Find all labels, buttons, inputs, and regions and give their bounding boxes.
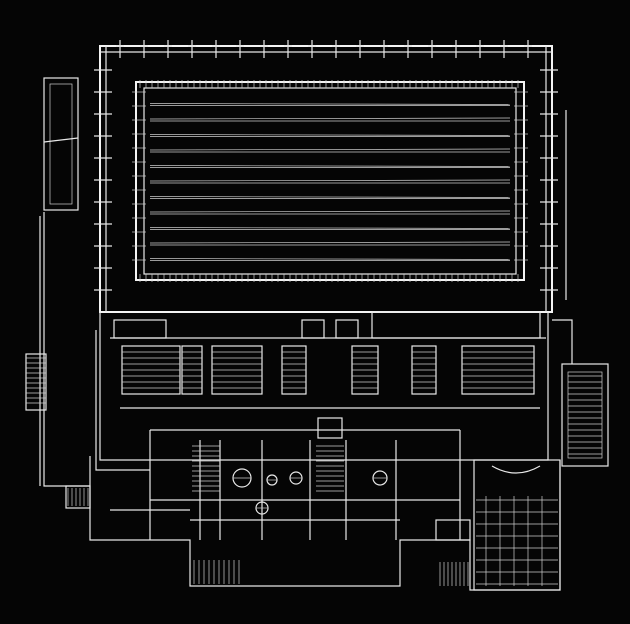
pool-lane-lines (149, 103, 511, 261)
lane-line (149, 241, 511, 244)
lane-line (149, 117, 511, 120)
column-ticks-right (540, 69, 558, 291)
pool-edge-ticks (132, 80, 528, 282)
lane-line (149, 165, 511, 167)
lane-line (149, 210, 511, 213)
lane-line (149, 227, 511, 229)
locker-grid (473, 459, 561, 591)
fixtures (232, 468, 388, 515)
lane-line (149, 179, 511, 182)
entrance-stairs (65, 485, 471, 541)
tiered-bench-blocks (121, 345, 535, 395)
column-ticks-left (94, 69, 112, 291)
service-wing (89, 429, 561, 591)
lane-line (149, 134, 511, 136)
column-ticks-top (116, 40, 532, 58)
lane-line (149, 103, 511, 105)
swimming-pool (132, 80, 528, 282)
left-annex (25, 77, 90, 487)
spectator-zone (110, 311, 546, 439)
right-annex (552, 110, 609, 467)
room-partitions (110, 440, 469, 586)
locker-cells (476, 496, 558, 586)
lane-line (149, 258, 511, 260)
left-stair (26, 357, 46, 404)
right-stair (568, 375, 602, 455)
lane-line (149, 196, 511, 198)
entrance-steps (67, 488, 89, 506)
lane-line (149, 148, 511, 151)
outer-wall (95, 45, 553, 471)
